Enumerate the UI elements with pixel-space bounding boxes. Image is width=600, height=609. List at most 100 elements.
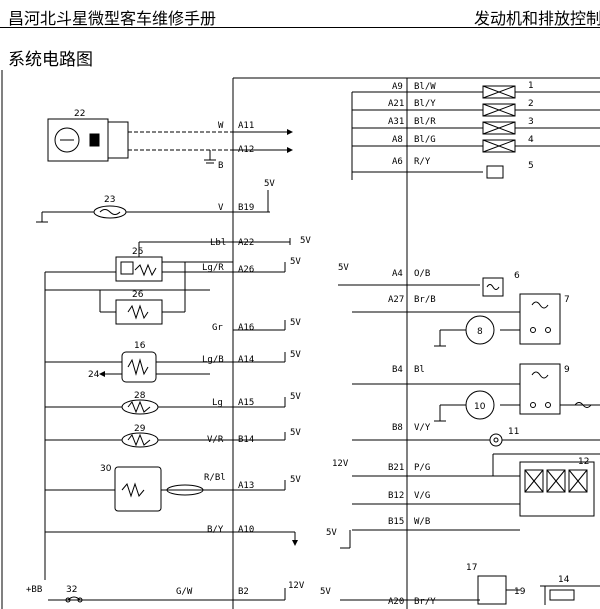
svg-text:A10: A10: [238, 525, 254, 535]
svg-text:5V: 5V: [290, 318, 301, 328]
component-32: [48, 596, 233, 603]
svg-text:A16: A16: [238, 323, 254, 333]
svg-text:B2: B2: [238, 587, 249, 597]
svg-text:3: 3: [528, 117, 534, 127]
book-title: 昌河北斗星微型客车维修手册: [8, 9, 217, 28]
label-29: 29: [134, 424, 146, 434]
injectors: [482, 85, 516, 179]
right-wire-labels: Bl/W Bl/Y Bl/R Bl/G R/Y O/B Br/B Bl V/Y …: [414, 82, 436, 607]
svg-text:R/Bl: R/Bl: [204, 473, 226, 483]
svg-text:Br/Y: Br/Y: [414, 597, 436, 607]
svg-text:5: 5: [528, 161, 534, 171]
component-30: [45, 466, 233, 512]
svg-text:Bl/Y: Bl/Y: [414, 99, 436, 109]
right-transistors: [338, 91, 407, 601]
svg-text:12V: 12V: [332, 459, 349, 469]
svg-text:A20: A20: [388, 597, 404, 607]
svg-text:V/G: V/G: [414, 491, 430, 501]
svg-text:W/B: W/B: [414, 517, 430, 527]
svg-text:12V: 12V: [288, 581, 305, 591]
svg-text:A15: A15: [238, 398, 254, 408]
label-7: 7: [564, 295, 570, 305]
svg-text:Lg: Lg: [212, 398, 223, 408]
label-17: 17: [466, 563, 477, 573]
diagram-frame: [1, 70, 600, 609]
svg-text:Gr: Gr: [212, 323, 223, 333]
svg-text:Bl: Bl: [414, 365, 425, 375]
svg-text:B15: B15: [388, 517, 404, 527]
right-pin-labels: A9 A21 A31 A8 A6 A4 A27 B4 B8 B21 B12 B1…: [388, 82, 404, 607]
label-8: 8: [477, 327, 483, 337]
label-9: 9: [564, 365, 570, 375]
right-wires: [407, 91, 600, 601]
injector-labels: 1 2 3 4 5: [528, 81, 534, 171]
svg-text:5V: 5V: [290, 428, 301, 438]
label-16: 16: [134, 341, 146, 351]
svg-text:A26: A26: [238, 265, 254, 275]
svg-text:5V: 5V: [290, 257, 301, 267]
left-wire-labels: W B V Lbl Lg/R Gr Lg/B Lg V/R R/Bl B/Y G…: [176, 121, 226, 597]
label-28: 28: [134, 391, 146, 401]
svg-text:V/Y: V/Y: [414, 423, 431, 433]
svg-text:A27: A27: [388, 295, 404, 305]
svg-text:A9: A9: [392, 82, 403, 92]
svg-text:4: 4: [528, 135, 534, 145]
header-divider: [0, 27, 600, 28]
component-29: [45, 432, 233, 448]
component-9-10: [434, 363, 600, 422]
label-22: 22: [74, 109, 85, 119]
svg-text:P/G: P/G: [414, 463, 430, 473]
right-voltage-labels: 5V 12V 5V 5V: [320, 263, 349, 597]
svg-text:5V: 5V: [290, 392, 301, 402]
svg-text:B19: B19: [238, 203, 254, 213]
svg-text:A21: A21: [388, 99, 404, 109]
label-24: 23: [104, 195, 115, 205]
component-16: [45, 351, 233, 383]
component-12: [492, 453, 600, 517]
svg-text:Lg/B: Lg/B: [202, 355, 224, 365]
svg-text:5V: 5V: [290, 350, 301, 360]
label-26: 26: [132, 290, 144, 300]
component-17-19-14: [477, 575, 600, 605]
svg-text:G/W: G/W: [176, 587, 193, 597]
left-5v-labels: 5V 5V 5V 5V 5V 5V 5V 5V 12V: [264, 179, 311, 591]
svg-text:V/R: V/R: [207, 435, 224, 445]
left-pin-labels: A11 A12 B19 A22 A26 A16 A14 A15 B14 A13 …: [238, 121, 254, 597]
svg-text:A4: A4: [392, 269, 403, 279]
svg-text:O/B: O/B: [414, 269, 430, 279]
label-11: 11: [508, 427, 519, 437]
label-25: 25: [132, 247, 143, 257]
svg-text:R/Y: R/Y: [414, 157, 431, 167]
svg-text:Bl/G: Bl/G: [414, 135, 436, 145]
svg-text:5V: 5V: [338, 263, 349, 273]
svg-text:5V: 5V: [290, 475, 301, 485]
svg-text:B/Y: B/Y: [207, 525, 224, 535]
svg-text:A13: A13: [238, 481, 254, 491]
label-23: 24: [88, 370, 100, 380]
svg-text:A14: A14: [238, 355, 254, 365]
label-12: 12: [578, 457, 589, 467]
svg-text:Lg/R: Lg/R: [202, 263, 224, 273]
svg-text:B4: B4: [392, 365, 403, 375]
svg-text:B: B: [218, 161, 223, 171]
svg-text:B12: B12: [388, 491, 404, 501]
svg-text:B8: B8: [392, 423, 403, 433]
left-internal-lines: [233, 129, 298, 601]
component-11: [489, 433, 600, 447]
svg-text:A8: A8: [392, 135, 403, 145]
svg-text:5V: 5V: [326, 528, 337, 538]
label-32: 32: [66, 585, 77, 595]
component-24: [36, 205, 233, 223]
label-30: 30: [100, 464, 112, 474]
section-title: 系统电路图: [8, 50, 93, 70]
component-7-8: [434, 293, 561, 347]
svg-text:W: W: [218, 121, 224, 131]
label-19: 19: [514, 587, 526, 597]
svg-text:B21: B21: [388, 463, 404, 473]
label-6: 6: [514, 271, 520, 281]
svg-text:A11: A11: [238, 121, 254, 131]
component-22: [47, 118, 233, 164]
svg-text:Lbl: Lbl: [210, 238, 226, 248]
svg-text:5V: 5V: [264, 179, 275, 189]
